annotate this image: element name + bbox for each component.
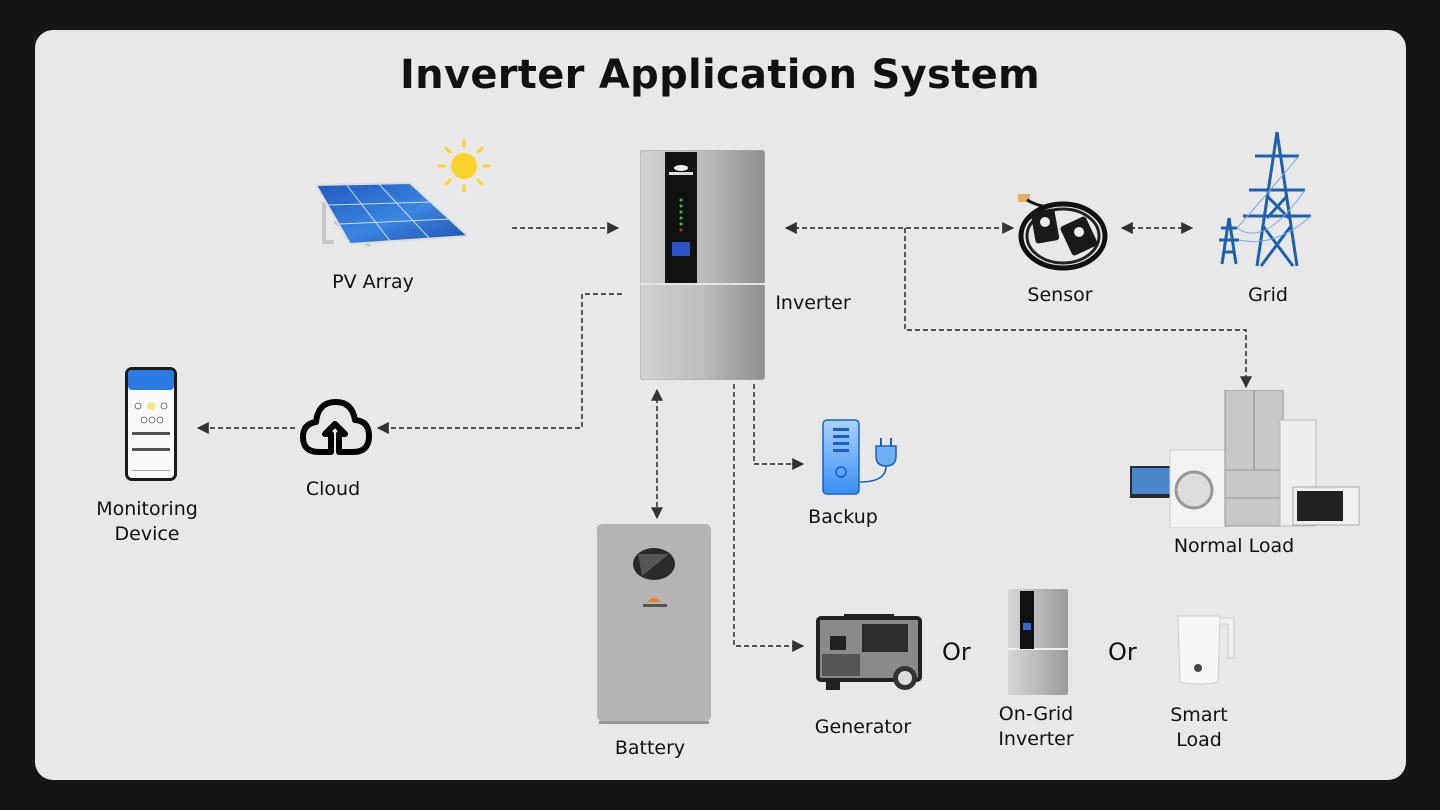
cloud-upload-icon — [300, 399, 372, 455]
smart-kettle-icon — [1177, 615, 1235, 685]
battery-label: Battery — [614, 737, 686, 759]
battery-device — [597, 524, 711, 724]
grid-tower-icon — [1219, 131, 1312, 267]
pv-array-label: PV Array — [332, 271, 414, 293]
normal-load-label: Normal Load — [1173, 535, 1295, 557]
connector-inverter-normal-load — [904, 228, 1252, 389]
diagram-title: Inverter Application System — [400, 52, 1040, 98]
generator-icon — [816, 614, 922, 690]
connector-inverter-cloud — [376, 293, 622, 434]
smart-load-label: Smart Load — [1170, 704, 1228, 751]
smartphone-icon — [125, 367, 177, 481]
or-separator: Or — [942, 638, 971, 666]
monitoring-device-label: Monitoring Device — [96, 498, 198, 545]
home-appliances-icon — [1130, 390, 1360, 528]
inverter-device — [639, 149, 766, 381]
connector-inverter-backup — [753, 384, 805, 470]
generator-label: Generator — [814, 716, 912, 738]
connector-inverter-generator — [733, 384, 805, 652]
sun-icon — [437, 139, 491, 193]
on-grid-inverter-device — [1008, 589, 1068, 695]
solar-panel-icon — [314, 181, 471, 248]
cloud-label: Cloud — [305, 478, 361, 500]
on-grid-inverter-label: On-Grid Inverter — [998, 703, 1074, 750]
or-separator: Or — [1108, 638, 1137, 666]
sensor-label: Sensor — [1027, 284, 1093, 306]
backup-label: Backup — [808, 506, 878, 528]
grid-label: Grid — [1248, 284, 1288, 306]
sensor-icon — [1018, 194, 1108, 271]
inverter-label: Inverter — [775, 292, 851, 314]
backup-power-icon — [822, 419, 897, 495]
